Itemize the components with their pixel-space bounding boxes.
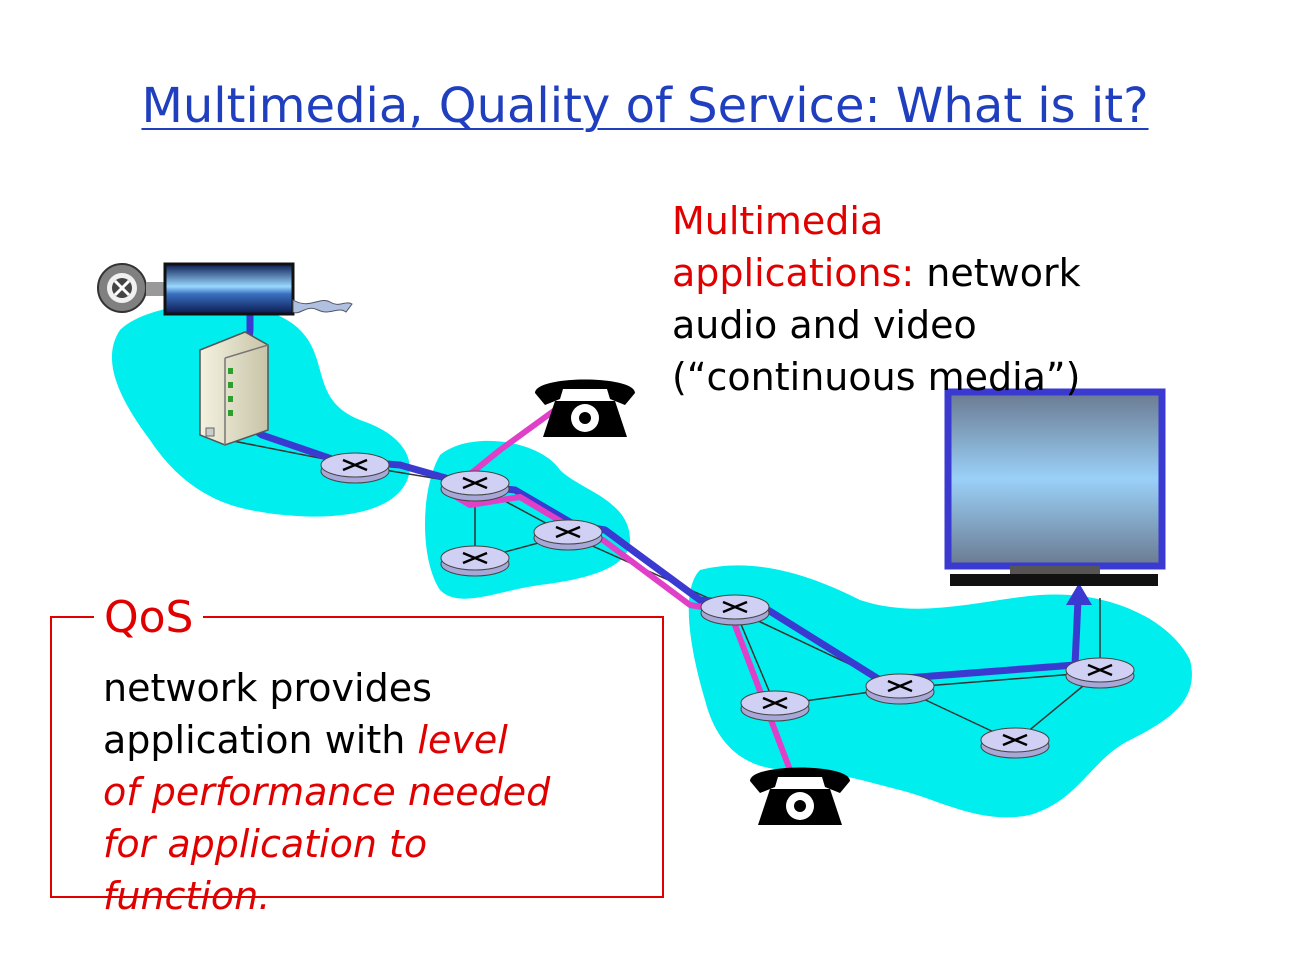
router-icon — [700, 594, 770, 626]
router-icon — [320, 452, 390, 484]
router-icon — [440, 545, 510, 577]
multimedia-applications-text: Multimedia applications: network audio a… — [672, 195, 1081, 403]
mm-line2-black: network — [914, 251, 1081, 295]
router-icon — [865, 673, 935, 705]
film-reel-icon — [97, 262, 353, 316]
qos-definition-box — [50, 616, 664, 898]
qos-line5: function. — [103, 874, 271, 918]
routers — [320, 452, 1135, 759]
mm-line2-red: applications: — [672, 251, 915, 295]
qos-line1: network provides — [103, 666, 432, 710]
qos-label: QoS — [94, 590, 204, 646]
router-icon — [440, 470, 510, 502]
router-icon — [533, 519, 603, 551]
telephone-icon — [750, 767, 850, 825]
qos-line4: for application to — [103, 822, 428, 866]
network-cloud-right — [688, 565, 1192, 818]
mm-line3: audio and video — [672, 303, 977, 347]
qos-line3: of performance needed — [103, 770, 551, 814]
mm-line4: (“continuous media”) — [672, 355, 1081, 399]
telephone-icon — [535, 379, 635, 437]
qos-line2-red: level — [417, 718, 508, 762]
router-icon — [740, 690, 810, 722]
slide-title: Multimedia, Quality of Service: What is … — [141, 78, 1149, 134]
router-icon — [1065, 657, 1135, 689]
monitor-icon — [944, 388, 1166, 586]
media-server-icon — [199, 331, 269, 446]
router-icon — [980, 727, 1050, 759]
video-arrow-icon — [1066, 583, 1092, 605]
mm-line1: Multimedia — [672, 199, 884, 243]
qos-definition-text: network provides application with level … — [103, 662, 550, 922]
qos-line2-black: application with — [103, 718, 418, 762]
network-cloud-middle — [425, 440, 630, 599]
